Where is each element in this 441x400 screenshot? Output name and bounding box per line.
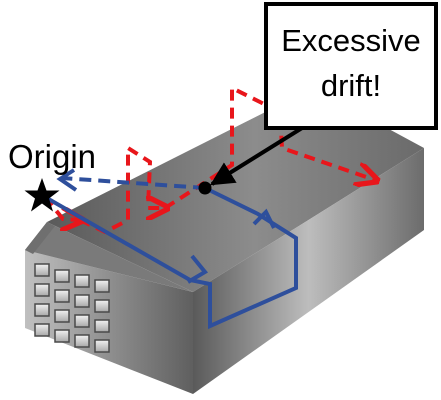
actual-path-dashed <box>61 176 206 190</box>
window <box>54 309 70 323</box>
building-top-strip <box>25 222 55 254</box>
window <box>94 339 110 353</box>
window-row <box>34 263 110 293</box>
building <box>25 88 424 394</box>
building-top-left-bevel <box>25 222 193 292</box>
window-row <box>34 323 110 353</box>
window <box>94 319 110 333</box>
window <box>34 263 50 277</box>
actual-path-arrowhead-2 <box>252 208 276 229</box>
callout-box <box>264 2 438 130</box>
window-grid <box>34 263 110 353</box>
actual-path <box>44 168 298 330</box>
window <box>94 299 110 313</box>
window <box>54 329 70 343</box>
drift-point-dot-icon <box>198 181 212 195</box>
window <box>54 269 70 283</box>
window <box>34 303 50 317</box>
callout-line-1: Excessive <box>281 23 421 58</box>
window <box>74 294 90 308</box>
callout-pointer <box>209 126 304 186</box>
window <box>74 274 90 288</box>
callout-line-2: drift! <box>321 68 381 103</box>
actual-path-arrowhead-1 <box>186 254 209 284</box>
window <box>34 323 50 337</box>
drift-path-segment-start <box>43 195 80 220</box>
window <box>74 334 90 348</box>
actual-path-arrowhead-3 <box>56 168 78 192</box>
origin-star-icon <box>24 178 60 212</box>
window <box>54 289 70 303</box>
window <box>34 283 50 297</box>
window <box>74 314 90 328</box>
window-row <box>34 303 110 333</box>
window <box>94 279 110 293</box>
building-top-face <box>47 88 424 292</box>
window-row <box>34 283 110 313</box>
building-front-face <box>193 148 424 394</box>
drift-path-segment-end <box>163 84 375 210</box>
origin-label: Origin <box>8 138 96 175</box>
